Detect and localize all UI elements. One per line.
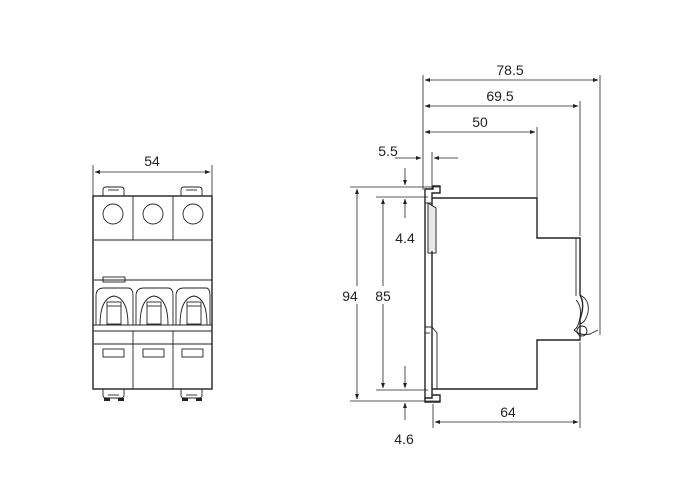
toggle-levers	[95, 287, 211, 326]
depth-total-label: 78.5	[496, 62, 523, 78]
side-view: 78.5 69.5 50 5.5 94 8	[338, 62, 601, 447]
terminal-screw-2	[142, 203, 164, 225]
bottom-clips	[102, 389, 203, 401]
depth-front-label: 50	[472, 114, 488, 130]
height-dimensions: 94 85 4.4 4.6	[338, 168, 440, 447]
clip-bottom-label: 4.6	[394, 431, 414, 447]
depth-mid-label: 69.5	[486, 88, 513, 104]
bottom-window-1	[102, 348, 125, 358]
terminal-screw-1	[102, 203, 124, 225]
offset-top-label: 5.5	[378, 143, 398, 159]
bottom-window-2	[142, 348, 165, 358]
top-clips	[102, 186, 203, 196]
front-view: 54	[92, 153, 213, 401]
width-dimension: 54	[92, 153, 213, 196]
breaker-body-side	[424, 185, 599, 403]
width-label: 54	[144, 153, 160, 169]
depth-dimension-bottom: 64	[432, 342, 581, 428]
depth-dimensions-top: 78.5 69.5 50 5.5	[378, 62, 601, 335]
breaker-body-front	[92, 195, 213, 390]
bottom-window-3	[181, 348, 204, 358]
clip-top-label: 4.4	[395, 230, 415, 246]
depth-bottom-label: 64	[500, 404, 516, 420]
terminal-screw-3	[182, 203, 204, 225]
height-total-label: 94	[342, 288, 358, 304]
label-slot	[102, 276, 126, 283]
height-inner-label: 85	[375, 288, 391, 304]
